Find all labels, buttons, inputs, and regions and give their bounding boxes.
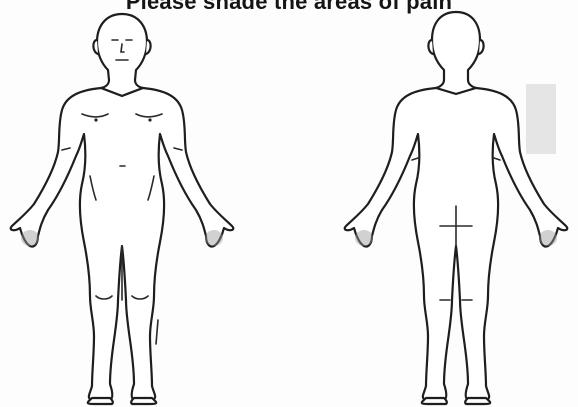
back-right-hand-shade <box>539 230 557 246</box>
scan-noise-smudge <box>526 84 556 154</box>
back-head[interactable] <box>432 12 480 94</box>
back-left-foot <box>422 398 447 404</box>
back-left-hand-shade <box>355 230 373 246</box>
back-right-foot <box>465 398 490 404</box>
